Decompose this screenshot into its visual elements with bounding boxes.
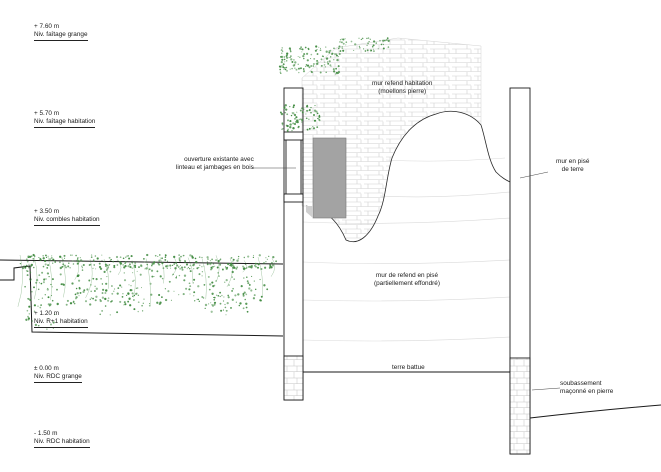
level-name: Niv. RDC grange: [34, 373, 82, 383]
level-name: Niv. RDC habitation: [34, 438, 90, 448]
level-value: ± 0.00 m: [34, 365, 59, 372]
annotation-floor: terre battue: [392, 364, 425, 372]
level-name: Niv. faîtage habitation: [34, 118, 96, 128]
annotation-line: (moellons pierre): [378, 88, 427, 96]
annotation-right-wall: mur en pisé de terre: [556, 158, 589, 175]
level-value: + 7.60 m: [34, 23, 60, 30]
annotation-line: linteau et jambages en bois: [176, 164, 254, 172]
annotation-base: soubassement maçonné en pierre: [560, 380, 613, 397]
level-value: - 1.50 m: [34, 430, 58, 437]
level-label: + 1.20 m Niv. R+1 habitation: [34, 310, 88, 328]
annotation-line: maçonné en pierre: [560, 388, 614, 396]
level-name: Niv. R+1 habitation: [34, 318, 88, 328]
level-value: + 5.70 m: [34, 110, 60, 117]
opening-shadow: [306, 206, 313, 218]
annotation-line: de terre: [561, 166, 584, 174]
level-label: + 5.70 m Niv. faîtage habitation: [34, 110, 96, 128]
existing-opening: [312, 137, 347, 219]
annotation-line: mur de refend en pisé: [375, 272, 439, 279]
annotation-line: mur refend habitation: [372, 80, 433, 87]
leader-lines: [252, 167, 561, 391]
collapse-outline: [305, 110, 482, 242]
level-label: + 7.60 m Niv. faîtage grange: [34, 23, 88, 41]
left-column: [283, 87, 304, 401]
annotation-line: (partiellement effondré): [374, 280, 440, 288]
annotation-line: soubassement: [560, 380, 602, 387]
annotation-stone-wall: mur refend habitation (moellons pierre): [372, 80, 432, 97]
level-value: + 3.50 m: [34, 208, 60, 215]
annotation-line: mur en pisé: [556, 158, 590, 165]
rammed-earth-wall: [302, 157, 511, 342]
level-label: + 3.50 m Niv. combles habitation: [34, 208, 100, 226]
level-name: Niv. faîtage grange: [34, 31, 88, 41]
level-label: ± 0.00 m Niv. RDC grange: [34, 365, 82, 383]
right-column: [509, 87, 531, 455]
level-label: - 1.50 m Niv. RDC habitation: [34, 430, 90, 448]
collapse-outline-right: [480, 124, 511, 183]
vegetation: [17, 37, 390, 330]
annotation-line: terre battue: [392, 364, 425, 371]
annotation-rammed-wall: mur de refend en pisé (partiellement eff…: [374, 272, 440, 289]
annotation-opening: ouverture existante avec linteau et jamb…: [176, 156, 254, 173]
level-value: + 1.20 m: [34, 310, 60, 317]
annotation-line: ouverture existante avec: [184, 156, 254, 163]
level-name: Niv. combles habitation: [34, 216, 100, 226]
